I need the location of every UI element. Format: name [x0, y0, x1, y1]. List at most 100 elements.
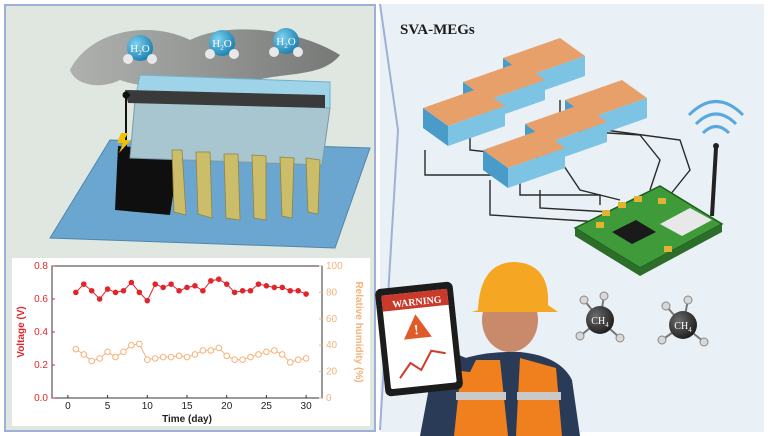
voltage-point: [104, 286, 111, 292]
y-left-tick-label: 0.2: [34, 360, 48, 371]
voltage-point: [128, 279, 135, 286]
y-right-axis-label: Relative humidity (%): [353, 281, 364, 382]
humidity-point: [88, 357, 96, 365]
voltage-point: [120, 287, 127, 294]
voltage-point: [192, 283, 198, 289]
x-tick-label: 0: [65, 401, 71, 412]
h2o-sub: 2: [284, 42, 288, 50]
y-right-tick-label: 60: [326, 314, 338, 325]
ch4-sub: 4: [605, 321, 609, 329]
voltage-point: [223, 281, 230, 287]
humidity-point: [167, 353, 175, 361]
h2o-sub: 2: [138, 49, 142, 57]
humidity-point: [263, 348, 270, 356]
humidity-point: [104, 348, 111, 356]
humidity-point: [207, 347, 215, 354]
y-right-tick-label: 0: [326, 393, 332, 404]
y-right-tick-label: 80: [326, 287, 338, 298]
voltage-point: [271, 284, 278, 291]
meg-module: [483, 130, 565, 188]
lightning-icon: [117, 133, 131, 153]
svg-text:!: !: [413, 323, 419, 338]
h2o-tail: O: [288, 36, 296, 48]
meg-module-array: [423, 38, 647, 188]
x-tick-label: 10: [142, 401, 154, 412]
voltage-point: [247, 287, 254, 294]
humidity-point: [159, 353, 167, 361]
hard-hat: [472, 262, 558, 312]
x-tick-label: 15: [181, 401, 193, 412]
svg-text:H2O: H2O: [212, 38, 231, 52]
h2o-label: H: [276, 36, 284, 48]
meg-module: [423, 88, 505, 146]
x-tick-label: 5: [105, 401, 111, 412]
voltage-point: [168, 281, 174, 287]
humidity-point: [271, 347, 278, 354]
trend-graph-icon: [399, 349, 446, 379]
y-left-tick-label: 0.8: [34, 261, 48, 272]
voltage-point: [239, 287, 246, 294]
humidity-point: [175, 352, 183, 360]
wifi-icon: [701, 125, 731, 135]
humidity-point: [294, 356, 302, 364]
warning-tablet: WARNING !: [375, 281, 463, 397]
aligned-channels: [171, 149, 321, 221]
methane-molecule-1: CH4: [575, 291, 625, 343]
x-tick-label: 20: [221, 401, 233, 412]
h2o-label: H: [130, 43, 138, 55]
water-molecule-1: H2O: [123, 35, 157, 64]
svg-text:H2O: H2O: [130, 43, 149, 57]
bottom-electrode: [115, 146, 180, 215]
voltage-point: [255, 281, 262, 287]
system-title: SVA-MEGs: [400, 22, 475, 38]
humidity-point: [255, 351, 262, 358]
voltage-point: [295, 287, 301, 294]
voltage-point: [88, 287, 95, 294]
humidity-point: [112, 353, 119, 361]
humidity-point: [191, 351, 199, 358]
humidity-point: [199, 347, 207, 354]
humidity-point: [128, 341, 135, 349]
warning-label: WARNING: [392, 294, 443, 310]
voltage-point: [144, 297, 151, 304]
voltage-point: [152, 281, 159, 287]
humidity-point: [96, 355, 103, 362]
humidity-point: [302, 355, 310, 362]
voltage-point: [73, 289, 79, 296]
rf-module: [660, 208, 712, 236]
voltage-point: [184, 284, 190, 291]
svg-text:CH4: CH4: [674, 321, 692, 334]
voltage-point: [208, 278, 214, 284]
y-right-tick-label: 40: [326, 340, 338, 351]
antenna: [710, 147, 718, 217]
voltage-point: [160, 284, 166, 291]
ch4-label: CH: [674, 321, 688, 332]
voltage-point: [200, 287, 206, 294]
warning-icon: [403, 314, 432, 340]
humidity-point: [120, 348, 127, 356]
voltage-point: [279, 284, 286, 291]
voltage-point: [231, 289, 238, 296]
x-axis-label: Time (day): [162, 414, 212, 425]
voltage-point: [303, 291, 309, 297]
ch4-label: CH: [591, 316, 605, 327]
h2o-tail: O: [224, 38, 232, 50]
humidity-point: [143, 356, 151, 364]
array-wiring: [424, 100, 691, 223]
humidity-point: [136, 340, 143, 348]
top-electrode: [125, 90, 325, 108]
voltage-point: [96, 296, 103, 302]
voltage-point: [112, 289, 119, 296]
microchip-icon: [612, 220, 656, 244]
humidity-point: [151, 355, 159, 362]
y-right-tick-label: 100: [326, 261, 343, 272]
wireless-circuit-board: [573, 100, 745, 276]
y-left-tick-label: 0.4: [34, 327, 48, 338]
x-tick-label: 25: [261, 401, 273, 412]
humidity-point: [80, 351, 88, 358]
humidity-point: [215, 344, 223, 352]
humidity-point: [286, 359, 294, 366]
